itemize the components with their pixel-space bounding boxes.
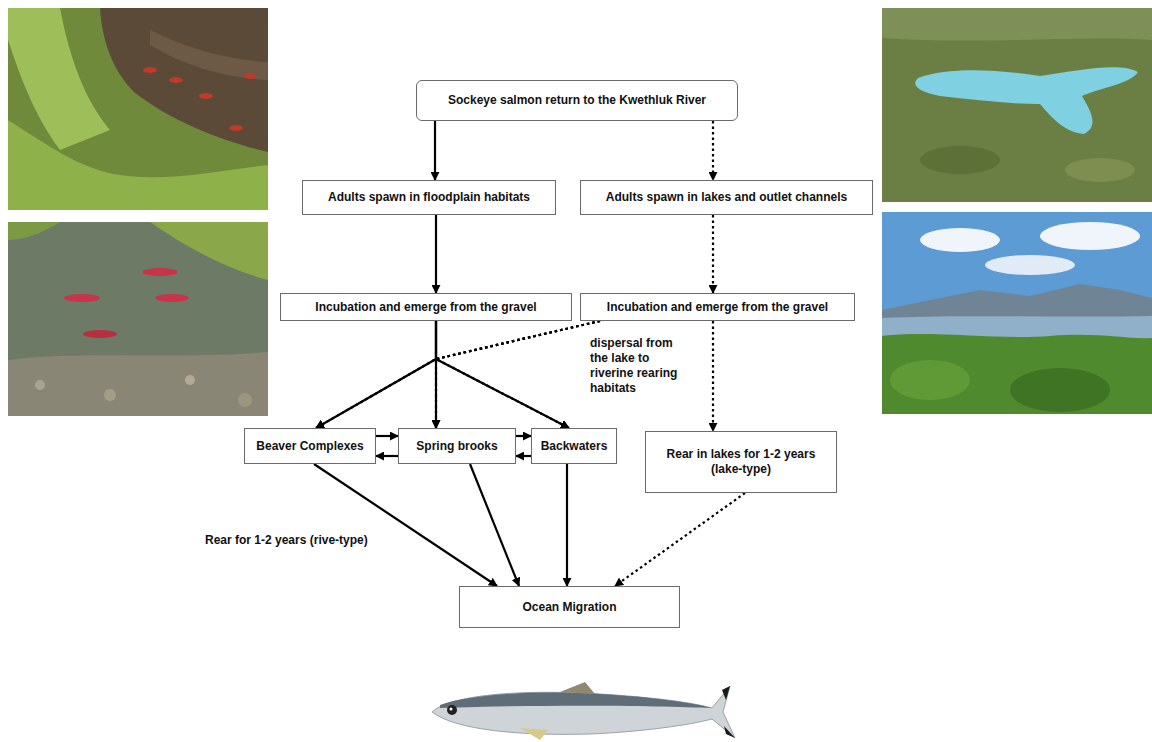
dorsal-fin	[560, 682, 595, 694]
box-text: Incubation and emerge from the gravel	[315, 300, 536, 315]
flow-arrow	[376, 435, 398, 437]
flow-arrow	[316, 321, 436, 428]
fish-eye	[447, 705, 457, 715]
flow-arrow	[376, 455, 398, 457]
lake	[915, 67, 1138, 134]
flow-arrow	[316, 321, 600, 428]
cloud	[985, 255, 1075, 275]
flow-arrow	[314, 464, 497, 586]
gravel-photo	[8, 222, 268, 416]
red-salmon	[143, 67, 157, 73]
flow-arrow	[436, 321, 600, 428]
box-text: Incubation and emerge from the gravel	[607, 300, 828, 315]
gravel-stone	[238, 393, 252, 407]
gravel-stone	[104, 389, 116, 401]
flow-arrow	[615, 493, 745, 586]
pelvic-fin	[520, 728, 548, 740]
note-label: dispersal from the lake to riverine rear…	[590, 336, 686, 396]
process-box: Incubation and emerge from the gravel	[280, 293, 572, 321]
salmon-smolt	[432, 682, 735, 740]
flow-arrow	[566, 464, 568, 586]
tundra-ground	[882, 8, 1152, 202]
eye-glint	[450, 708, 453, 711]
flow-arrow	[436, 321, 569, 428]
process-box: Sockeye salmon return to the Kwethluk Ri…	[416, 80, 738, 121]
tundra-patch	[1065, 158, 1135, 182]
grass-bank	[8, 222, 60, 240]
fish-back	[440, 692, 712, 708]
grass-bank	[8, 8, 110, 150]
flow-arrow	[435, 215, 437, 293]
flow-arrow	[712, 321, 714, 431]
process-box: Adults spawn in floodplain habitats	[302, 180, 556, 215]
shrubs	[882, 334, 1152, 414]
box-text: Spring brooks	[416, 439, 497, 454]
tundra-patch	[920, 146, 1000, 174]
water-reflection	[150, 30, 268, 80]
red-salmon	[199, 93, 213, 99]
tundra-far	[882, 8, 1152, 41]
stream-water	[100, 8, 268, 152]
flow-arrow	[516, 435, 531, 437]
box-text: Rear in lakes for 1-2 years (lake-type)	[652, 447, 830, 477]
red-salmon	[64, 294, 100, 302]
flow-arrow	[712, 121, 714, 180]
fish-body	[432, 686, 735, 738]
flow-arrow	[434, 121, 436, 180]
note-label: Rear for 1-2 years (rive-type)	[205, 533, 368, 548]
process-box: Spring brooks	[398, 428, 516, 464]
flow-arrow	[436, 321, 600, 428]
box-text: Ocean Migration	[522, 600, 616, 615]
flow-arrow	[516, 455, 531, 457]
box-text: Backwaters	[541, 439, 608, 454]
sky	[882, 212, 1152, 414]
gravel-bed	[8, 352, 268, 416]
red-salmon	[229, 125, 243, 131]
flow-arrow	[470, 464, 519, 586]
gravel-stone	[35, 380, 45, 390]
process-box: Rear in lakes for 1-2 years (lake-type)	[645, 431, 837, 493]
red-salmon	[142, 268, 178, 276]
tundra-lake-photo	[882, 8, 1152, 202]
flow-arrow	[712, 215, 714, 293]
tail-tips	[722, 686, 735, 738]
gravel-stone	[185, 375, 195, 385]
box-text: Adults spawn in floodplain habitats	[328, 190, 530, 205]
red-salmon	[83, 330, 117, 338]
grass-ground	[8, 8, 268, 210]
stream-photo	[8, 8, 268, 210]
process-box: Adults spawn in lakes and outlet channel…	[580, 180, 873, 215]
red-salmon	[244, 73, 256, 79]
shrub	[1010, 368, 1110, 412]
red-salmon	[155, 294, 189, 302]
process-box: Beaver Complexes	[244, 428, 376, 464]
process-box: Incubation and emerge from the gravel	[580, 293, 855, 321]
red-salmon	[169, 77, 183, 83]
box-text: Beaver Complexes	[256, 439, 363, 454]
box-text: Sockeye salmon return to the Kwethluk Ri…	[448, 93, 706, 108]
process-box: Ocean Migration	[459, 586, 680, 628]
mountain-lake-photo	[882, 212, 1152, 414]
process-box: Backwaters	[531, 428, 617, 464]
box-text: Adults spawn in lakes and outlet channel…	[606, 190, 847, 205]
cloud	[1040, 222, 1140, 250]
shrub	[890, 360, 970, 400]
clear-water	[8, 222, 268, 416]
cloud	[920, 228, 1000, 252]
grass-bank	[8, 120, 268, 210]
